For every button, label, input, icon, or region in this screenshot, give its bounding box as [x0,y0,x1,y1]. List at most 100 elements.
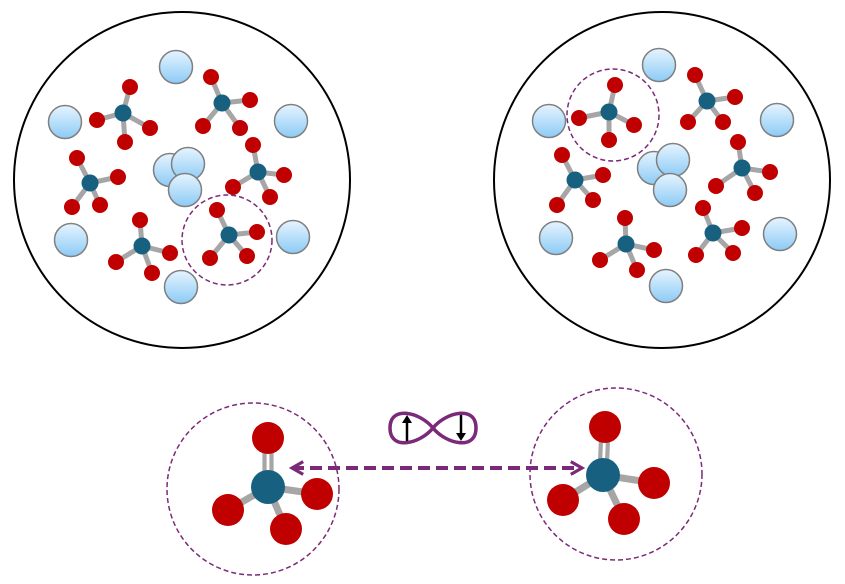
molecule [225,137,292,205]
oxygen-atom [122,79,138,95]
oxygen-atom [110,169,126,185]
ion-sphere [538,220,574,256]
oxygen-atom [249,224,265,240]
oxygen-atom [209,202,225,218]
central-atom [220,226,238,244]
spin-up-arrow-icon [402,415,412,441]
oxygen-atom [117,134,133,150]
oxygen-atom [607,77,623,93]
oxygen-atom [89,112,105,128]
left-container [13,11,351,349]
central-atom [81,174,99,192]
oxygen-atom [727,89,743,105]
ion-sphere [531,103,567,139]
central-atom [133,237,151,255]
oxygen-atom [92,197,108,213]
central-atom [733,159,751,177]
oxygen-atom [715,114,731,130]
oxygen-atom [202,250,218,266]
right-container [493,11,831,349]
oxygen-atom [601,132,617,148]
molecule [195,69,258,136]
zoom-circle-left [166,402,340,576]
oxygen-atom [239,248,255,264]
oxygen-atom [730,134,746,150]
molecule [108,212,178,281]
ion-sphere [167,172,203,208]
ion-sphere [759,102,795,138]
ion-sphere [652,172,688,208]
molecule [680,67,743,130]
enlarged-molecule-left [212,422,333,545]
oxygen-atom [242,92,258,108]
oxygen-atom [252,422,284,454]
oxygen-atom [262,189,278,205]
oxygen-atom [245,137,261,153]
oxygen-atom [734,220,750,236]
oxygen-atom [142,120,158,136]
spin-down-arrow-icon [456,415,466,441]
molecule [202,202,265,266]
oxygen-atom [203,69,219,85]
central-atom [249,163,267,181]
oxygen-atom [69,150,85,166]
oxygen-atom [680,114,696,130]
oxygen-atom [708,178,724,194]
oxygen-atom [554,147,570,163]
oxygen-atom [132,212,148,228]
ion-sphere [53,222,89,258]
molecule [64,150,126,215]
ion-sphere [655,142,691,178]
oxygen-atom [608,503,640,535]
molecule [549,147,611,213]
oxygen-atom [162,245,178,261]
highlight-circle-left [181,194,273,286]
central-atom [213,94,231,112]
oxygen-atom [549,197,565,213]
oxygen-atom [571,110,587,126]
molecule [592,210,662,278]
ion-sphere [158,49,194,85]
central-atom [114,104,132,122]
oxygen-atom [195,118,211,134]
molecule [708,134,778,201]
oxygen-atom [695,200,711,216]
oxygen-atom [747,185,763,201]
ion-sphere [273,103,309,139]
oxygen-atom [64,199,80,215]
oxygen-atom [595,167,611,183]
oxygen-atom [276,167,292,183]
molecule [89,79,158,150]
oxygen-atom [762,164,778,180]
central-atom [600,103,618,121]
oxygen-atom [232,120,248,136]
oxygen-atom [617,210,633,226]
oxygen-atom [270,513,302,545]
ion-sphere [47,104,83,140]
ion-sphere [648,268,684,304]
oxygen-atom [301,478,333,510]
zoom-circle-right [529,387,703,561]
oxygen-atom [687,67,703,83]
oxygen-atom [589,411,621,443]
oxygen-atom [547,484,579,516]
ion-sphere [641,47,677,83]
oxygen-atom [585,192,601,208]
highlight-circle-right [566,68,660,162]
ion-sphere [762,216,798,252]
enlarged-molecule-right [547,411,670,535]
oxygen-atom [626,117,642,133]
oxygen-atom [212,494,244,526]
central-atom [251,470,285,504]
ion-sphere [163,269,199,305]
central-atom [704,224,722,242]
ion-sphere [275,219,311,255]
infinity-spin-icon [388,411,478,445]
oxygen-atom [225,179,241,195]
central-atom [586,458,620,492]
oxygen-atom [144,265,160,281]
molecule [571,77,642,148]
oxygen-atom [108,254,124,270]
oxygen-atom [725,245,741,261]
